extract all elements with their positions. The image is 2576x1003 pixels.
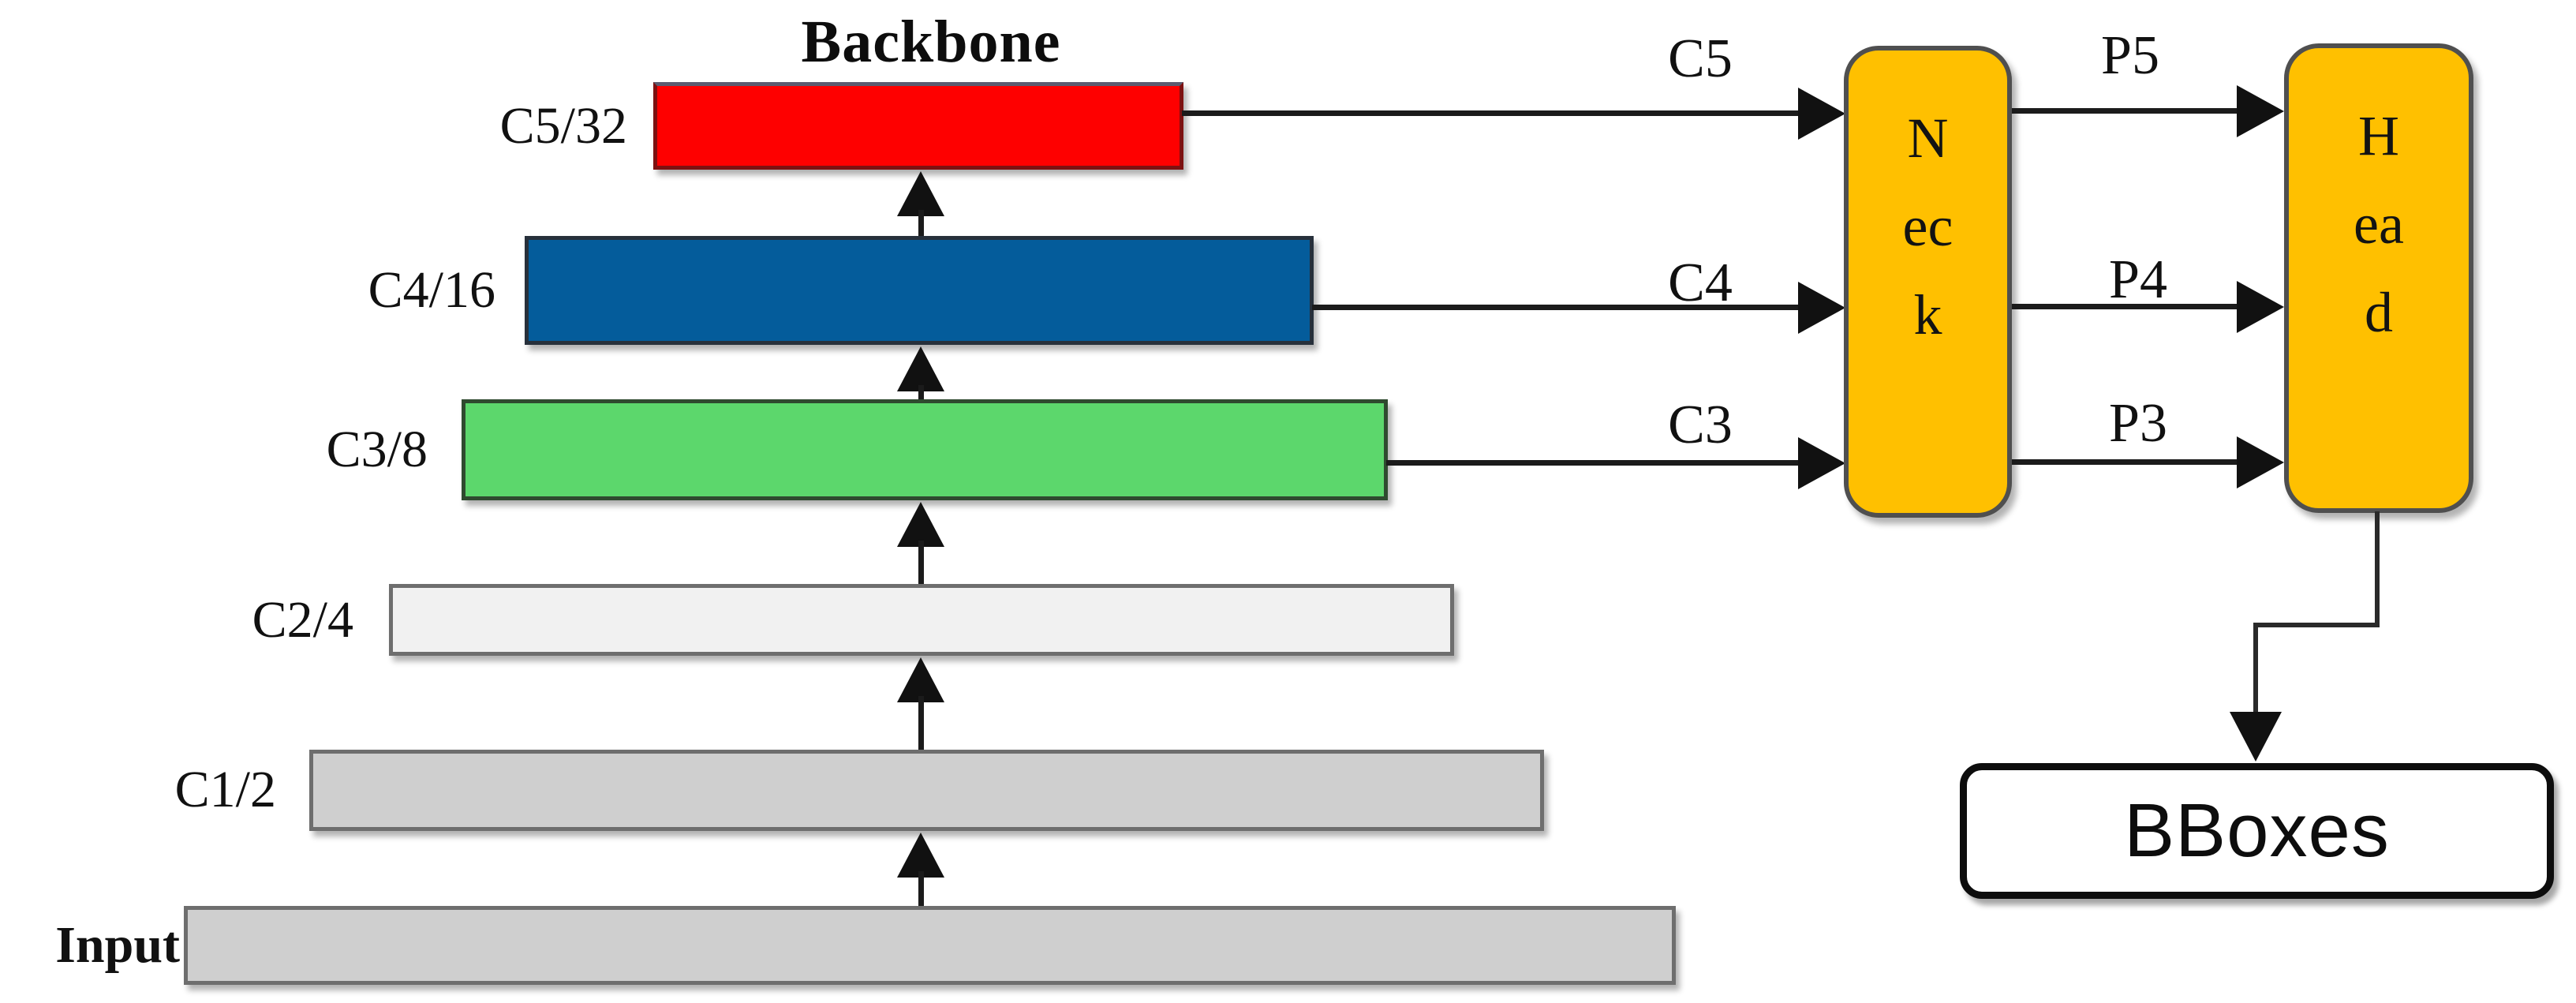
label-arrow-c5: C5: [1668, 28, 1733, 89]
bar-c2-4: [389, 584, 1454, 656]
bar-input: [184, 906, 1676, 985]
head-label: Head: [2354, 104, 2404, 344]
label-c1-2: C1/2: [174, 761, 276, 818]
bar-c3-8: [462, 399, 1388, 500]
label-arrow-c4: C4: [1668, 253, 1733, 313]
bboxes-block: BBoxes: [1960, 763, 2554, 899]
backbone-title: Backbone: [801, 9, 1061, 75]
neck-block: Neck: [1844, 46, 2012, 518]
label-c2-4: C2/4: [252, 591, 353, 649]
head-block: Head: [2284, 43, 2473, 513]
label-arrow-p4: P4: [2109, 249, 2167, 310]
neck-label: Neck: [1902, 107, 1953, 346]
bar-c1-2: [309, 750, 1544, 831]
bar-c5-32: [653, 82, 1183, 170]
label-input: Input: [55, 916, 180, 974]
label-arrow-p5: P5: [2101, 25, 2159, 86]
label-arrow-c3: C3: [1668, 395, 1733, 455]
bar-c4-16: [525, 236, 1314, 345]
label-arrow-p3: P3: [2109, 393, 2167, 454]
label-c5-32: C5/32: [499, 97, 627, 155]
label-c4-16: C4/16: [368, 261, 495, 319]
bboxes-label: BBoxes: [2124, 788, 2390, 873]
label-c3-8: C3/8: [326, 421, 428, 478]
